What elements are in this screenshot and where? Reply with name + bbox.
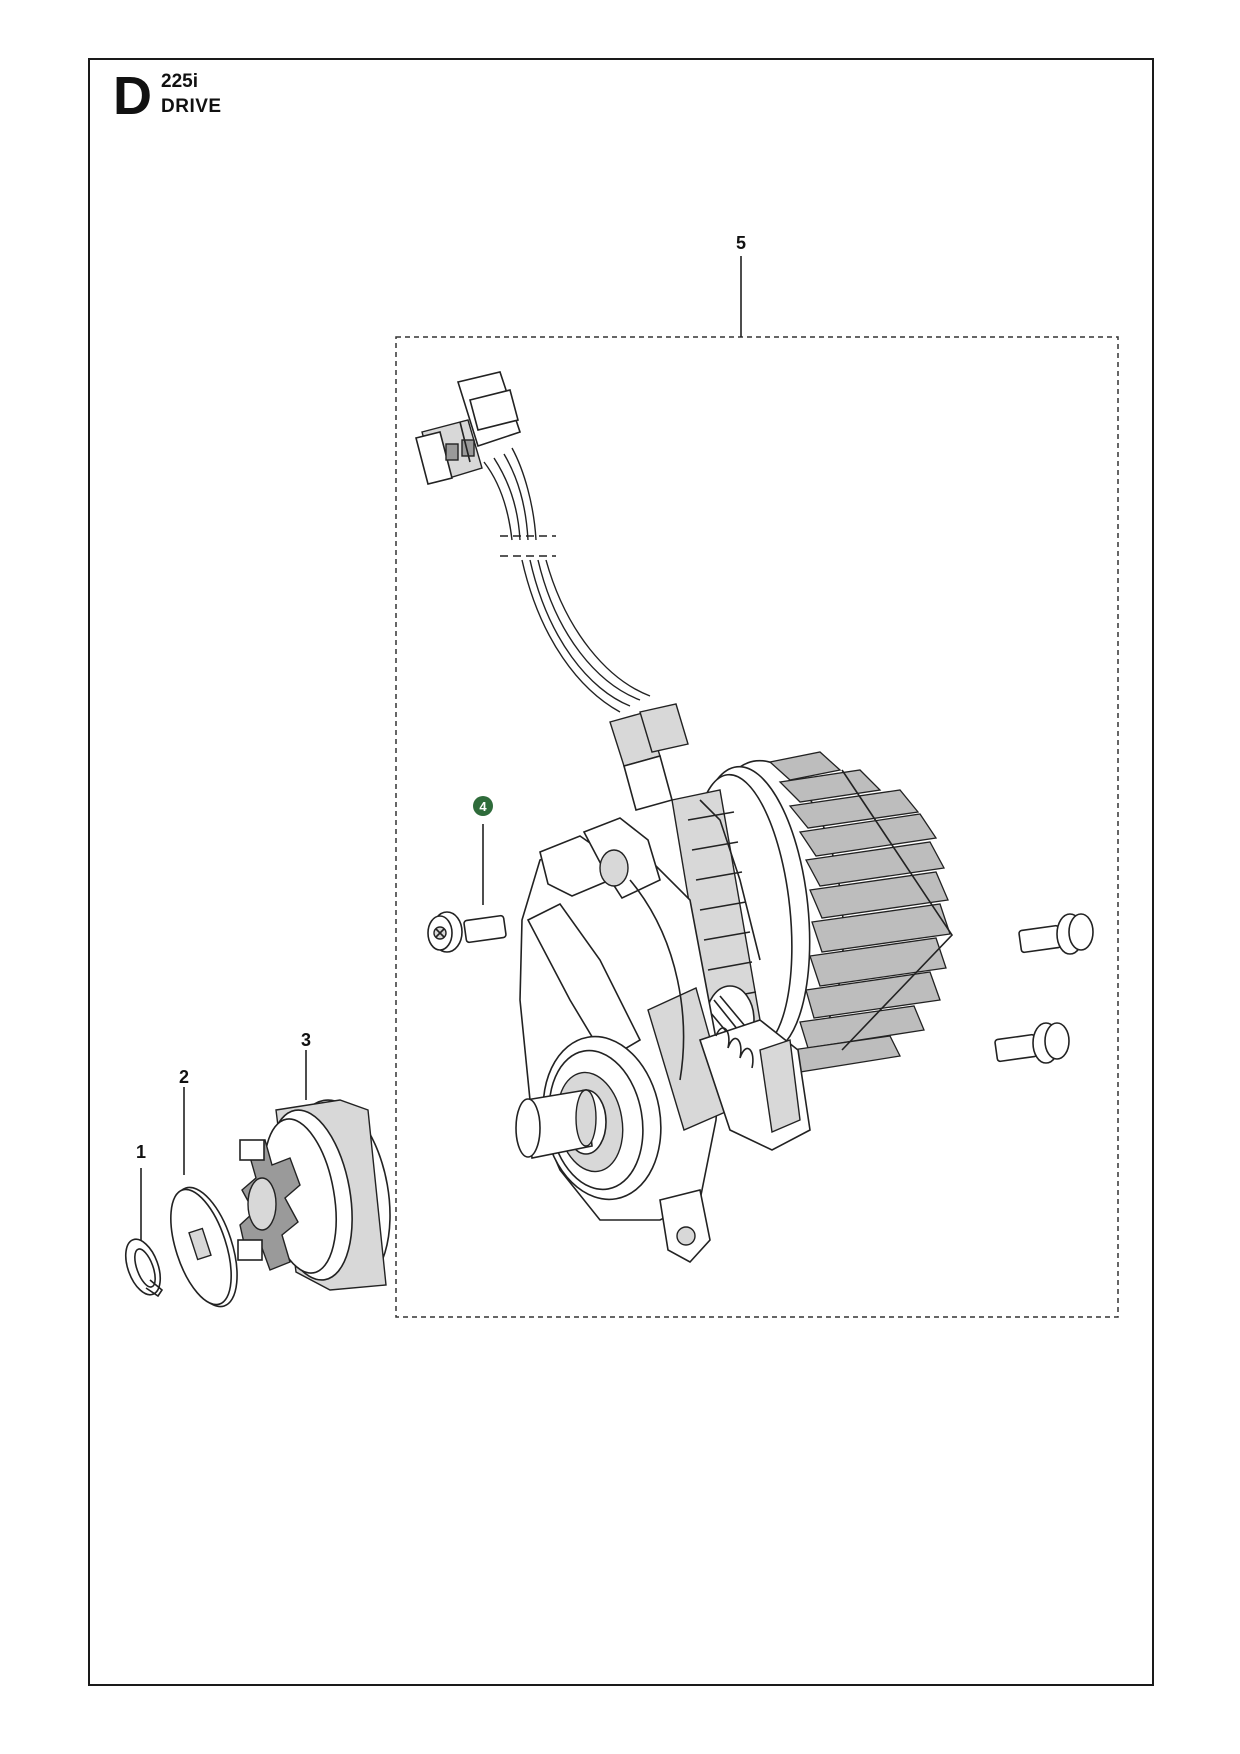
callout-4-badge: 4 [473,796,493,816]
assembly-group-box [395,336,1119,1318]
wire-bundle [483,447,651,713]
part-motor-assembly [415,371,954,1264]
callout-3: 3 [301,1030,311,1050]
part-drive-sprocket [237,1099,391,1291]
callout-5: 5 [736,233,746,253]
part-screw-right-lower [994,1022,1070,1064]
callout-2: 2 [179,1067,189,1087]
callout-4: 4 [479,799,487,814]
connector-plug [415,371,522,485]
section-letter: D [113,66,152,126]
callout-1: 1 [136,1142,146,1162]
part-circlip [124,1238,164,1298]
front-housing [515,799,811,1264]
model-label: 225i [161,71,198,92]
part-washer [170,1186,238,1308]
part-screw-left [427,911,507,953]
sheet-frame [88,58,1154,1686]
section-title: DRIVE [161,96,222,117]
part-screw-right-upper [1018,913,1094,955]
